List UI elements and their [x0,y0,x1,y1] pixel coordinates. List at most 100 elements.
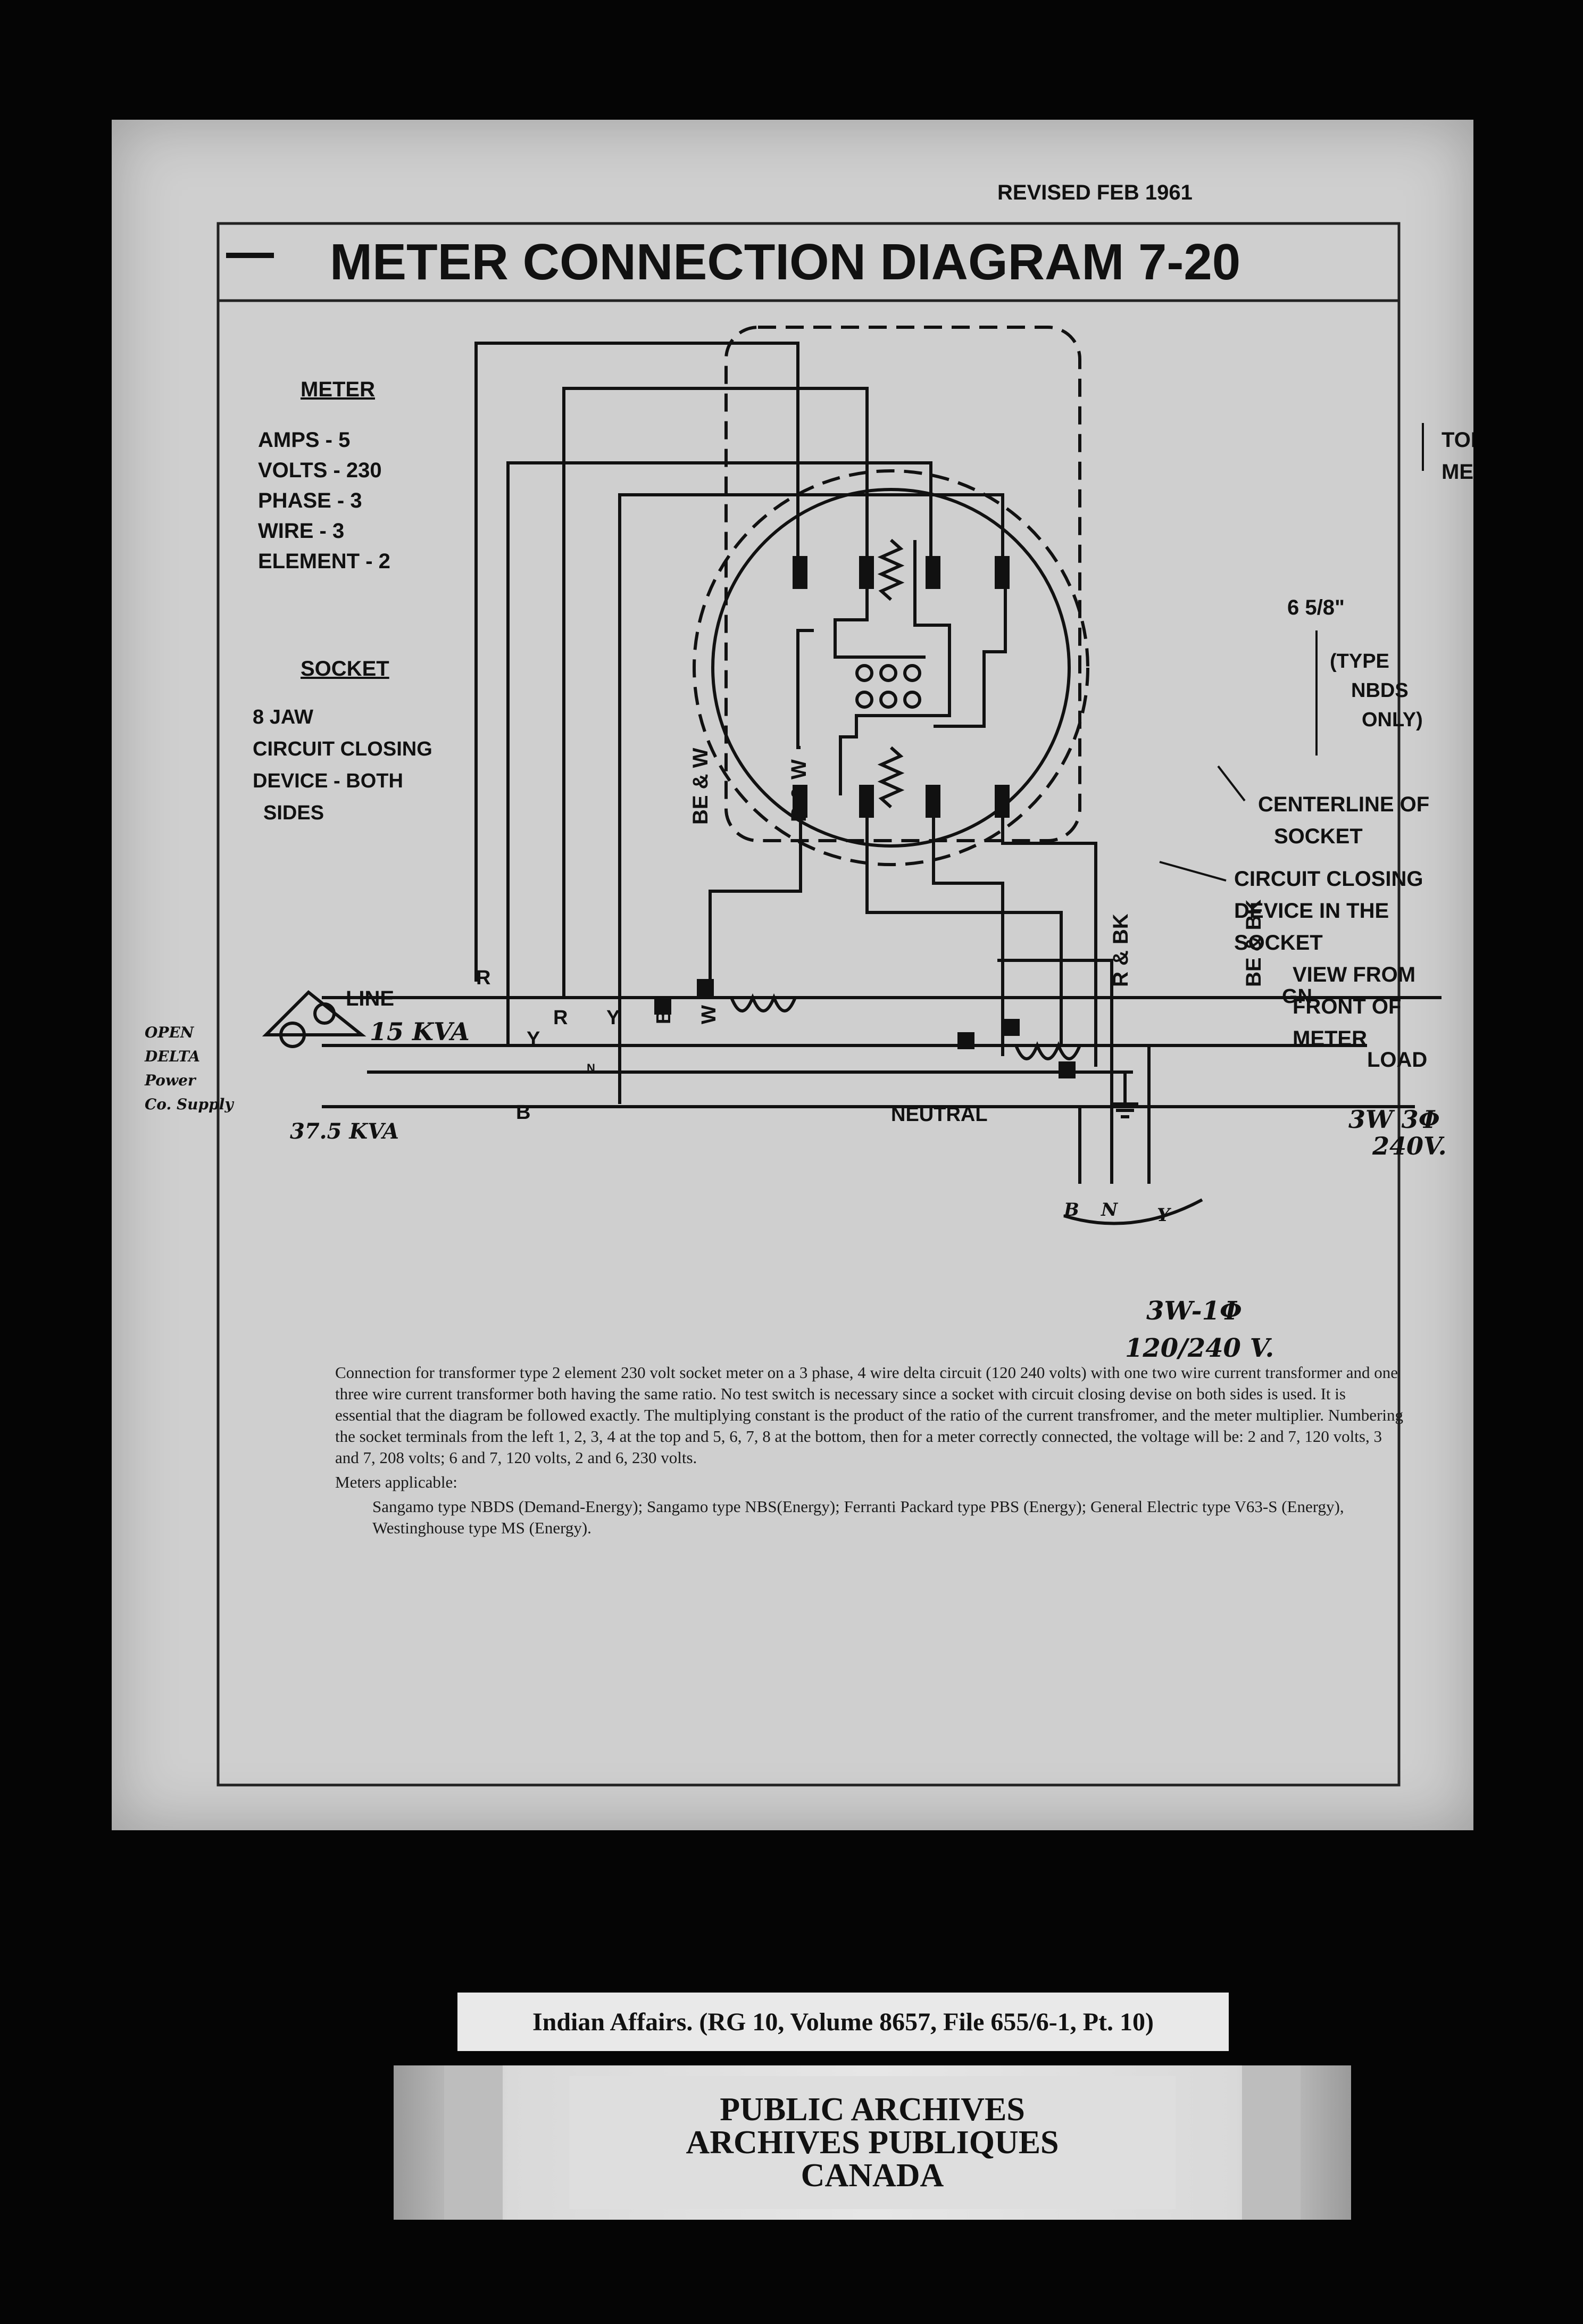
label-y: Y [606,1007,620,1029]
meter-spec-line: PHASE - 3 [258,489,362,512]
note-single-phase-y: Y [1157,1205,1171,1226]
label-y: Y [527,1028,540,1050]
wire-socket-bottom-3 [932,817,1004,1056]
archive-reference-label: Indian Affairs. (RG 10, Volume 8657, Fil… [457,1993,1229,2051]
connection-description: Connection for transformer type 2 elemen… [335,1362,1404,1542]
centerline-leader [1217,765,1246,802]
meters-applicable-heading: Meters applicable: [335,1473,457,1491]
current-transformer-2 [1014,1041,1081,1060]
callout-top-of-meter: TOP OF [1442,428,1473,452]
revised-date: REVISED FEB 1961 [997,181,1193,204]
note-3w-3ph: 240V. [1372,1132,1447,1160]
label-b: B [516,1101,530,1124]
label-r: R [476,967,490,989]
stamp-line: PUBLIC ARCHIVES [720,2091,1025,2128]
label-be: BE [653,996,675,1024]
stamp-line: ARCHIVES PUBLIQUES [686,2124,1059,2161]
socket-jaw-3 [926,556,940,589]
archive-reference: Indian Affairs. (RG 10, Volume 8657, Fil… [532,2007,1154,2036]
meter-body-circle [711,488,1071,848]
archive-stamp: PUBLIC ARCHIVES ARCHIVES PUBLIQUES CANAD… [569,2076,1176,2209]
callout-ccd: SOCKET [1234,931,1323,954]
tape-left [444,2065,503,2220]
callout-top-of-meter: METER [1442,460,1473,484]
ground-symbol [1112,1072,1138,1118]
ct-terminal [957,1032,974,1049]
label-be-bk: BE & BK [1242,899,1265,987]
single-phase-brace [1063,1198,1203,1225]
ct-terminal [654,998,671,1015]
callout-dimension: 6 5/8" [1287,596,1345,619]
socket-jaw-8 [995,785,1010,818]
socket-outline [724,326,1081,842]
socket-jaw-7 [926,785,940,818]
meter-spec-line: VOLTS - 230 [258,459,382,482]
note-single-phase-b: B [1063,1199,1079,1221]
callout-view: METER [1293,1027,1367,1050]
single-phase-leads [1078,1045,1151,1184]
label-line: LINE [346,987,394,1010]
label-load: LOAD [1367,1048,1427,1072]
label-be-w: BE & W [689,748,712,825]
meters-applicable-list: Sangamo type NBDS (Demand-Energy); Sanga… [372,1497,1344,1537]
meter-connection-diagram: REVISED FEB 1961 METER CONNECTION DIAGRA… [144,181,1473,1787]
callout-view: FRONT OF [1293,995,1401,1018]
socket-spec-heading: SOCKET [301,657,389,680]
document-sheet: REVISED FEB 1961 METER CONNECTION DIAGRA… [112,120,1473,1830]
meter-spec-heading: METER [301,378,375,401]
callout-centerline: CENTERLINE OF [1258,793,1429,816]
note-open-delta: OPEN [145,1024,195,1041]
label-r-bk: R & BK [1109,914,1132,987]
socket-jaw-6 [859,785,874,818]
wire-socket-bottom-4 [1001,817,1097,1067]
internal-wiring-2 [796,588,1007,749]
socket-jaw-1 [793,556,807,589]
wire-be-w [474,342,799,982]
wire-be-top [618,493,1004,1104]
callout-type: ONLY) [1362,709,1423,731]
socket-spec-line: CIRCUIT CLOSING [253,738,432,760]
label-w: W [698,1005,720,1024]
label-n: N [587,1061,595,1075]
current-coil [855,664,921,709]
callout-type: (TYPE [1330,650,1389,673]
ct-terminal [697,979,714,996]
note-15kva: 15 KVA [370,1017,470,1046]
diagram-title: METER CONNECTION DIAGRAM 7-20 [330,234,1240,290]
potential-coil-bottom [877,746,905,809]
note-open-delta: DELTA [144,1048,200,1065]
archive-stamp-strip: PUBLIC ARCHIVES ARCHIVES PUBLIQUES CANAD… [394,2065,1351,2220]
note-3w-1ph: 3W-1Φ [1146,1296,1242,1326]
callout-ccd: CIRCUIT CLOSING [1234,867,1423,891]
callout-view: VIEW FROM [1293,963,1415,986]
transformer-coil [313,1002,336,1025]
note-single-phase-n: N [1101,1199,1119,1221]
socket-spec-line: SIDES [263,802,324,824]
wire-gn [997,959,1113,1147]
ccd-leader [1159,861,1227,882]
meter-spec-line: WIRE - 3 [258,519,344,543]
label-r-w: R & W [787,759,811,822]
note-37-5kva: 37.5 KVA [290,1119,399,1144]
socket-jaw-4 [995,556,1010,589]
socket-jaw-5 [793,785,807,818]
label-neutral: NEUTRAL [891,1103,988,1126]
tape-right [1242,2065,1301,2220]
potential-coil-top [877,538,905,601]
internal-wiring [834,540,951,795]
wire-r-w-b [506,461,932,1045]
callout-ccd: DEVICE IN THE [1234,899,1389,923]
description-paragraph: Connection for transformer type 2 elemen… [335,1363,1404,1467]
note-open-delta: Co. Supply [145,1095,234,1113]
stamp-line: CANADA [801,2157,944,2194]
ct-terminal [1059,1061,1076,1078]
wire-r-w-a [562,387,869,998]
meter-centerline-circle [693,469,1089,866]
socket-spec-line: DEVICE - BOTH [253,770,403,792]
transformer-coil [279,1022,306,1048]
note-3w-1ph: 120/240 V. [1125,1333,1274,1363]
meter-spec-line: AMPS - 5 [258,428,350,452]
ct-terminal [1003,1019,1020,1036]
callout-type: NBDS [1351,679,1409,702]
wire-socket-bottom-2 [865,817,1063,1045]
